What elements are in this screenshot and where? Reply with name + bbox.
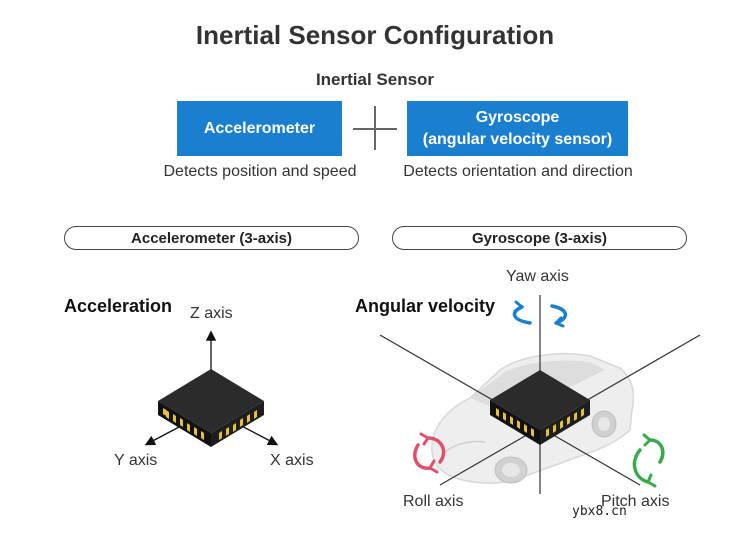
- gyroscope-box: Gyroscope (angular velocity sensor): [407, 101, 628, 156]
- gyroscope-3axis-label: Gyroscope (3-axis): [471, 229, 608, 247]
- acceleration-heading: Acceleration: [64, 296, 173, 316]
- accelerometer-3axis-pill: Accelerometer (3-axis): [64, 226, 359, 250]
- yaw-axis-label: Yaw axis: [506, 268, 569, 285]
- pitch-rotation-arrow-icon: [632, 433, 665, 488]
- accelerometer-caption: Detects position and speed: [163, 163, 357, 180]
- plus-vertical-stroke: [374, 106, 376, 150]
- roll-axis-label: Roll axis: [403, 493, 464, 510]
- gyroscope-chip-icon: [490, 370, 590, 445]
- page-title: Inertial Sensor Configuration: [195, 20, 555, 50]
- chip-pins-right: [219, 410, 257, 440]
- accelerometer-3axis-label: Accelerometer (3-axis): [131, 229, 292, 247]
- gyro-chip-pins-right: [546, 408, 584, 437]
- z-axis-label: Z axis: [190, 305, 233, 322]
- chip-pins-left: [166, 410, 204, 440]
- accelerometer-box-label: Accelerometer: [203, 119, 316, 137]
- pitch-axis-label: Pitch axis: [601, 493, 670, 510]
- accelerometer-chip-icon: [158, 369, 264, 447]
- x-axis-label: X axis: [270, 452, 314, 469]
- gyroscope-box-sublabel: (angular velocity sensor): [422, 130, 613, 148]
- watermark-text: ybx8.cn: [572, 504, 627, 519]
- accelerometer-box: Accelerometer: [177, 101, 342, 156]
- gyro-chip-pins-left: [496, 408, 534, 437]
- roll-rotation-arrow-icon: [413, 432, 446, 474]
- y-axis-label: Y axis: [114, 452, 158, 469]
- yaw-rotation-arrow-icon: [512, 300, 567, 328]
- angular-velocity-heading: Angular velocity: [355, 296, 496, 316]
- gyroscope-box-label: Gyroscope: [475, 108, 560, 126]
- gyroscope-caption: Detects orientation and direction: [403, 163, 633, 180]
- inertial-sensor-heading: Inertial Sensor: [315, 70, 435, 89]
- gyroscope-3axis-pill: Gyroscope (3-axis): [392, 226, 687, 250]
